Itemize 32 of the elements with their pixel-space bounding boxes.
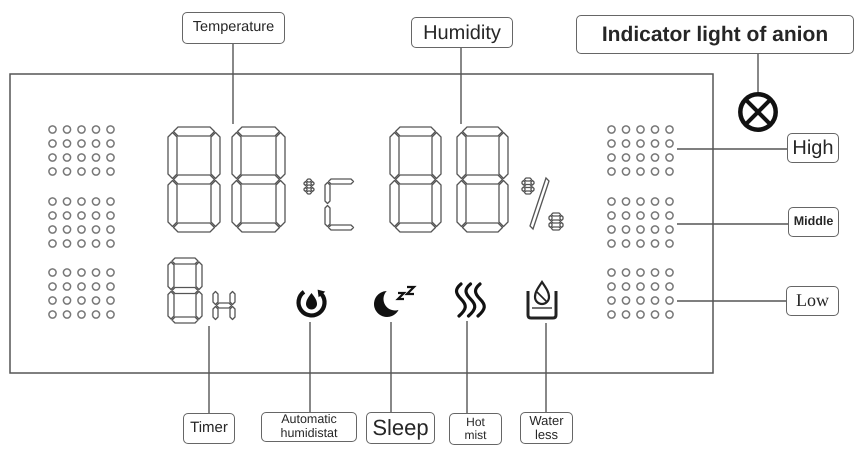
leader-line — [309, 322, 311, 412]
callout-label: Temperature — [182, 12, 285, 44]
leader-line — [466, 321, 468, 413]
callout-label: Hot mist — [449, 413, 502, 445]
callout-label: Timer — [183, 413, 235, 444]
sleep-moon-icon — [373, 285, 417, 319]
callout-label: Humidity — [411, 17, 513, 48]
leader-line — [677, 148, 787, 150]
leader-line — [677, 300, 786, 302]
steam-waves-icon — [452, 282, 485, 318]
leader-line — [757, 54, 759, 92]
leader-line — [545, 323, 547, 412]
leader-line — [677, 223, 788, 225]
leader-line — [390, 322, 392, 412]
dot-matrix-grid — [607, 125, 674, 176]
leader-line — [460, 48, 462, 124]
dot-matrix-grid — [607, 197, 674, 248]
callout-label: Water less — [520, 412, 573, 444]
callout-label: Middle — [788, 207, 839, 237]
seven-segment-digit — [168, 258, 236, 323]
dot-matrix-grid — [607, 268, 674, 319]
seven-segment-digits — [390, 127, 508, 232]
callout-label: Low — [786, 286, 839, 316]
water-cup-icon — [525, 280, 559, 320]
callout-label: High — [787, 133, 839, 163]
callout-label: Automatic humidistat — [261, 412, 357, 442]
indicator-lamp-icon — [738, 92, 778, 132]
seven-segment-digits — [168, 127, 285, 232]
callout-label: Indicator light of anion — [576, 15, 854, 54]
leader-line — [208, 326, 210, 413]
leader-line — [232, 44, 234, 124]
callout-label: Sleep — [366, 412, 435, 444]
